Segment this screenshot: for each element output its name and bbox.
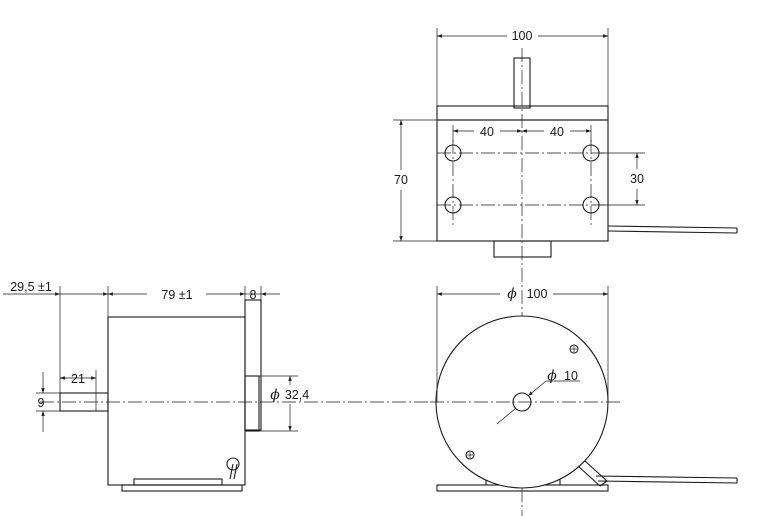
diameter-symbol-icon: ϕ bbox=[507, 286, 517, 302]
side-view-base-plate bbox=[121, 484, 243, 492]
dim-shaft-length: 29,5 ±1 bbox=[10, 280, 52, 294]
dim-body-length: 79 ±1 bbox=[161, 288, 192, 302]
top-view-bottom-tab bbox=[493, 240, 552, 258]
dim-hole-spacing-vertical: 30 bbox=[630, 172, 644, 186]
top-view: 100 40 40 70 30 bbox=[393, 28, 738, 516]
dim-hole-spacing-right: 40 bbox=[550, 125, 564, 139]
screw-icon bbox=[569, 344, 579, 354]
top-view-cable bbox=[607, 225, 738, 229]
diameter-symbol-icon: ϕ bbox=[547, 368, 557, 384]
front-view: ϕ 100 ϕ 10 bbox=[430, 286, 738, 492]
terminal-icon bbox=[226, 457, 240, 480]
dim-shaft-flat: 21 bbox=[71, 372, 85, 386]
side-view-hub bbox=[244, 375, 260, 432]
diameter-symbol-icon: ϕ bbox=[270, 387, 280, 403]
top-view-mounting-plate bbox=[436, 119, 609, 242]
side-view-motor-body bbox=[107, 316, 246, 486]
dim-shaft-diameter: 10 bbox=[564, 369, 578, 383]
front-view-cable bbox=[595, 475, 738, 479]
dim-hub-diameter: 32,4 bbox=[285, 388, 309, 402]
dim-top-height: 70 bbox=[394, 173, 408, 187]
screw-icon bbox=[465, 450, 475, 460]
dim-hole-spacing-left: 40 bbox=[480, 125, 494, 139]
cable-gland bbox=[577, 460, 608, 487]
dim-flange: 8 bbox=[250, 288, 257, 302]
dim-shaft-size: 9 bbox=[38, 396, 45, 410]
side-view: 29,5 ±1 79 ±1 8 21 9 ϕ 32,4 bbox=[3, 280, 430, 492]
side-view-flange bbox=[244, 299, 262, 431]
dim-front-diameter: 100 bbox=[527, 287, 548, 301]
dim-top-width: 100 bbox=[512, 29, 533, 43]
